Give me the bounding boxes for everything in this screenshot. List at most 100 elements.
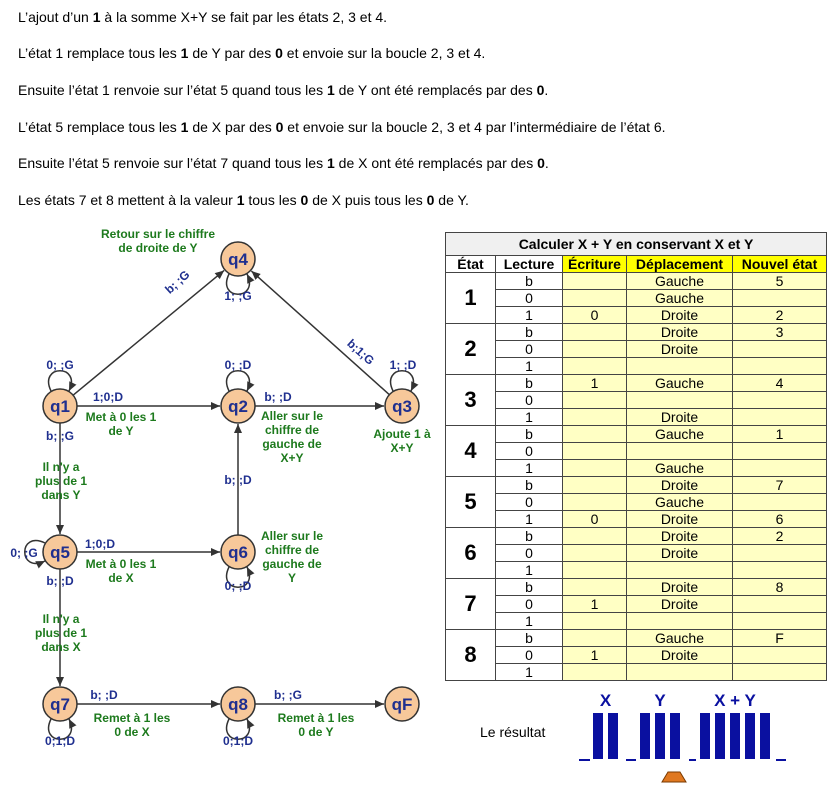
bold-digit: 0 — [537, 155, 545, 171]
move-cell: Gauche — [626, 374, 733, 392]
note-q6: chiffre de — [265, 543, 319, 557]
node-q5 — [42, 534, 78, 570]
write-cell — [562, 544, 627, 562]
result-bar — [760, 713, 770, 759]
write-cell — [562, 476, 627, 494]
transition-label-q5-q7: b; ;D — [46, 574, 74, 588]
next-state-cell: 3 — [732, 323, 827, 341]
node-q1 — [42, 388, 78, 424]
next-state-cell — [732, 561, 827, 579]
move-cell: Gauche — [626, 629, 733, 647]
transition-label-q5-q6: 1;0;D — [85, 537, 115, 551]
loop-q3 — [390, 370, 419, 392]
bold-digit: 0 — [300, 192, 309, 208]
transition-label-q8-qf: b; ;G — [274, 688, 302, 702]
table-row: 1 Droite — [446, 408, 827, 426]
next-state-cell — [732, 442, 827, 460]
bold-digit: 1 — [236, 192, 245, 208]
loop-q4 — [226, 273, 255, 295]
next-state-cell — [732, 646, 827, 664]
move-cell: Gauche — [626, 289, 733, 307]
write-cell — [562, 459, 627, 477]
next-state-cell — [732, 408, 827, 426]
paragraph-6: Les états 7 et 8 mettent à la valeur 1 t… — [18, 191, 469, 209]
bold-digit: 0 — [275, 45, 283, 61]
paragraph-3: Ensuite l’état 1 renvoie sur l’état 5 qu… — [18, 81, 548, 99]
node-q7 — [42, 686, 78, 722]
move-cell: Droite — [626, 578, 733, 596]
next-state-cell: 6 — [732, 510, 827, 528]
transition-label-q6-loop: 0; ;D — [225, 579, 252, 593]
move-cell: Droite — [626, 408, 733, 426]
move-cell: Droite — [626, 476, 733, 494]
transition-label-q3-loop: 1; ;D — [390, 358, 417, 372]
note-q8: Remet à 1 les — [278, 711, 355, 725]
next-state-cell: 5 — [732, 272, 827, 290]
write-cell — [562, 391, 627, 409]
transition-label-q4-loop: 1; ;G — [224, 289, 251, 303]
table-row: 1 — [446, 561, 827, 579]
result-bar — [608, 713, 618, 759]
next-state-cell: F — [732, 629, 827, 647]
result-bar — [730, 713, 740, 759]
text-run: Les états 7 et 8 mettent à la valeur — [18, 192, 237, 208]
paragraph-1: L’ajout d’un 1 à la somme X+Y se fait pa… — [18, 8, 387, 26]
text-run: de Y. — [434, 192, 469, 208]
next-state-cell — [732, 663, 827, 681]
note-q1: Met à 0 les 1 — [86, 410, 157, 424]
transition-label-q6-q2: b; ;D — [224, 473, 252, 487]
move-cell — [626, 442, 733, 460]
state-cell: 3 — [445, 374, 496, 426]
write-cell — [562, 323, 627, 341]
next-state-cell — [732, 289, 827, 307]
read-cell: 1 — [495, 306, 563, 324]
write-cell: 0 — [562, 306, 627, 324]
note-q8: 0 de Y — [298, 725, 333, 739]
read-cell: b — [495, 272, 563, 290]
read-cell: 1 — [495, 663, 563, 681]
text-run: de X puis tous les — [308, 192, 427, 208]
text-run: . — [544, 82, 549, 98]
header-cell: Lecture — [495, 255, 563, 273]
move-cell — [626, 663, 733, 681]
note-q5: Met à 0 les 1 — [86, 557, 157, 571]
header-cell: Écriture — [562, 255, 627, 273]
note-q6: gauche de — [262, 557, 322, 571]
node-label-q4: q4 — [228, 250, 248, 269]
move-cell: Droite — [626, 646, 733, 664]
next-state-cell — [732, 459, 827, 477]
paragraph-5: Ensuite l’état 5 renvoie sur l’état 7 qu… — [18, 154, 549, 172]
text-run: Ensuite l’état 1 renvoie sur l’état 5 qu… — [18, 82, 327, 98]
note-q4: Retour sur le chiffre — [101, 227, 215, 241]
note-q1: de Y — [108, 424, 133, 438]
text-run: et envoie sur la boucle 2, 3 et 4 par l’… — [283, 119, 666, 135]
result-bar — [700, 713, 710, 759]
edge-q1-q4 — [72, 269, 225, 396]
text-run: tous les — [244, 192, 301, 208]
move-cell: Droite — [626, 340, 733, 358]
write-cell — [562, 442, 627, 460]
node-q3 — [384, 388, 420, 424]
next-state-cell — [732, 612, 827, 630]
write-cell — [562, 561, 627, 579]
move-cell — [626, 561, 733, 579]
tape-head-icon — [661, 771, 687, 783]
loop-q8 — [226, 718, 255, 740]
transition-label-q7-loop: 0;1;D — [45, 734, 75, 748]
node-label-q5: q5 — [50, 543, 70, 562]
read-cell: 1 — [495, 408, 563, 426]
result-label: Le résultat — [480, 724, 546, 740]
table-row: 0 — [446, 391, 827, 409]
next-state-cell — [732, 340, 827, 358]
header-cell: État — [445, 255, 496, 273]
